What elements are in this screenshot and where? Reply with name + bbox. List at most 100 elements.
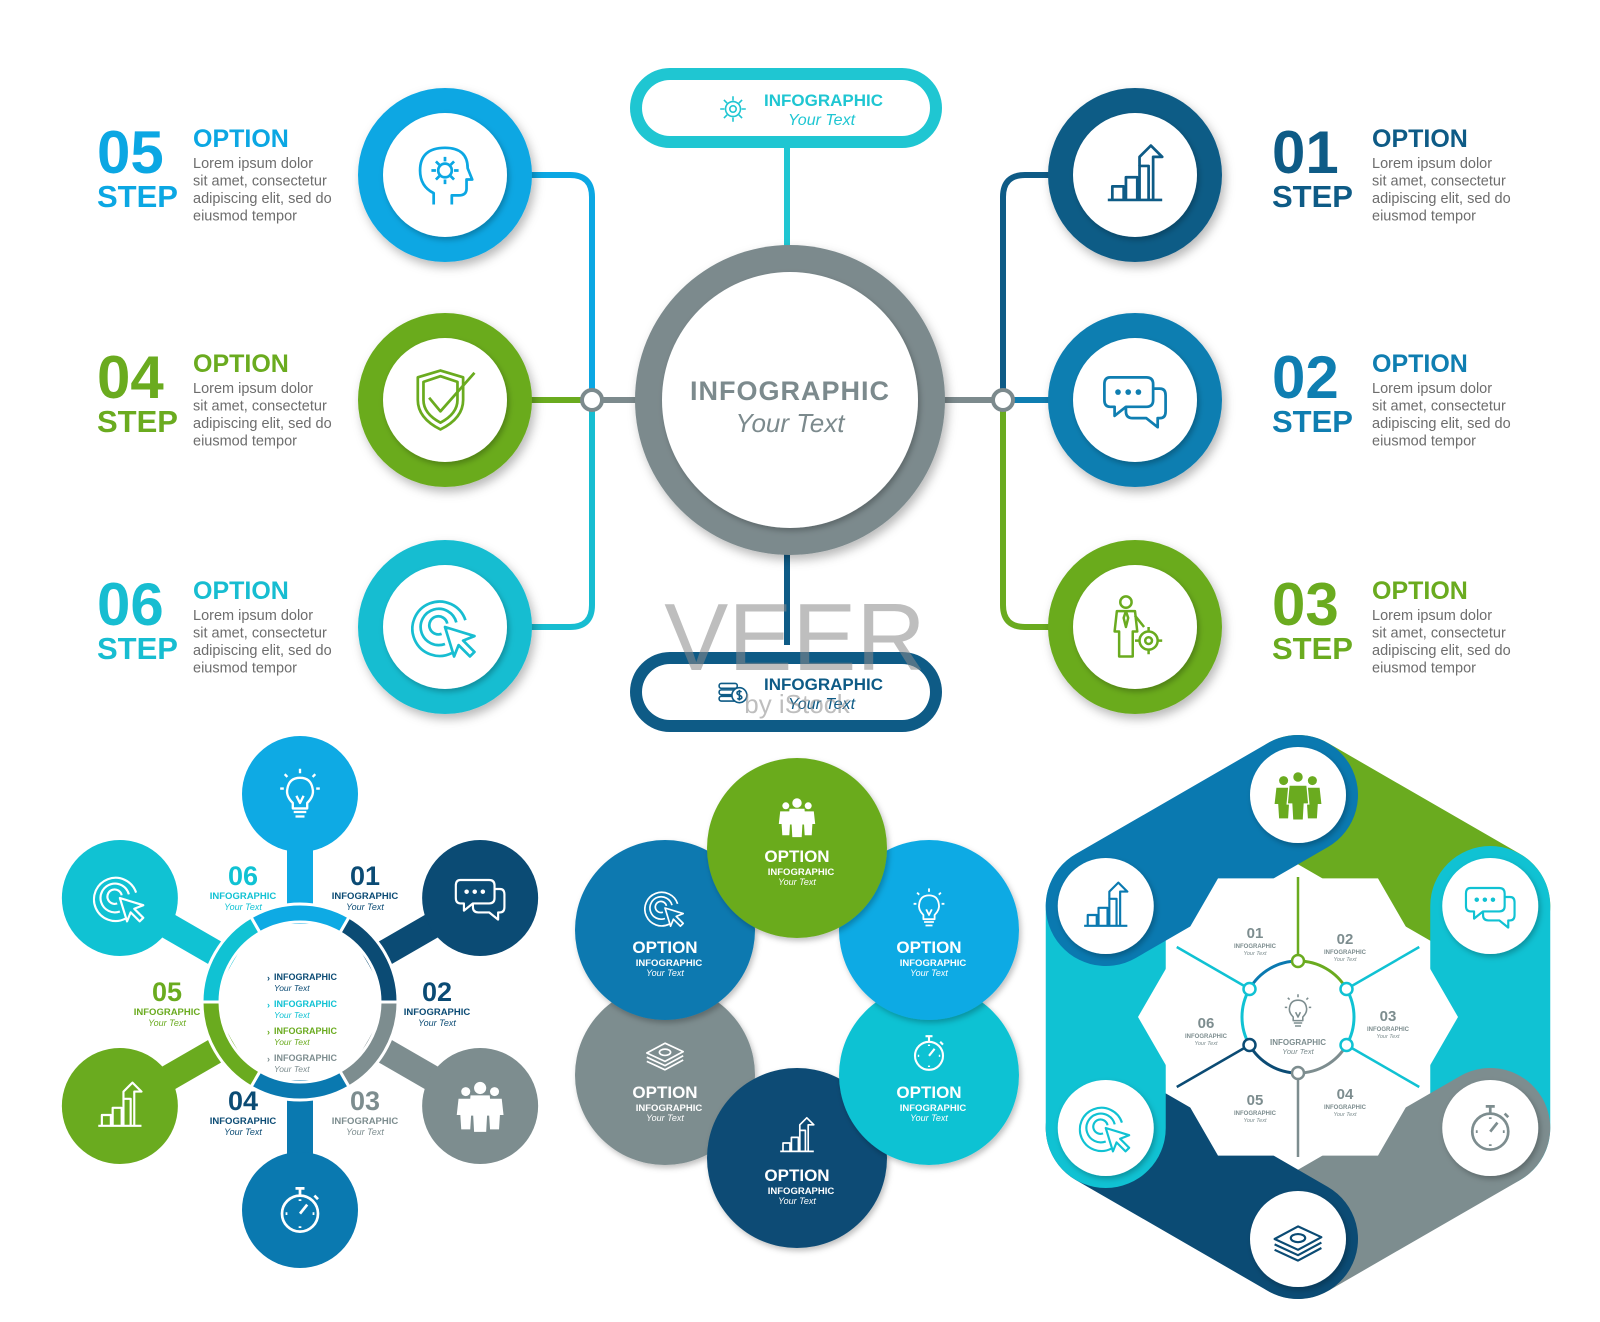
step-number: 05 (97, 119, 164, 186)
wheel-node (422, 840, 539, 956)
step-description-line: eiusmod tempor (1372, 434, 1476, 450)
option-label: OPTION (193, 577, 289, 605)
connector-lines (522, 148, 1058, 645)
flower-option-line: INFOGRAPHIC (900, 958, 967, 969)
flower-circle (839, 985, 1019, 1165)
hexagon-segment-number: 05 (1247, 1092, 1264, 1109)
step-description-line: sit amet, consectetur (1372, 174, 1506, 190)
hexagon-segment-title: INFOGRAPHIC (1324, 1105, 1367, 1111)
option-label: OPTION (193, 125, 289, 153)
wheel-label-title: INFOGRAPHIC (210, 1116, 277, 1127)
hexagon-segment-number: 02 (1337, 931, 1354, 948)
hexagon-center-subtitle: Your Text (1282, 1047, 1314, 1056)
hexagon-segment-title: INFOGRAPHIC (1367, 1027, 1410, 1033)
wheel-label-number: 06 (228, 861, 258, 891)
step-description-line: eiusmod tempor (193, 661, 297, 677)
flower-option-line: INFOGRAPHIC (636, 958, 703, 969)
step-disc (1073, 338, 1197, 462)
wheel-center-title: INFOGRAPHIC (274, 1026, 338, 1036)
step-label: STEP (97, 179, 178, 214)
option-label: OPTION (1372, 350, 1468, 378)
wheel-label-subtitle: Your Text (148, 1018, 186, 1028)
wheel-label-number: 05 (152, 977, 182, 1007)
wheel-label-subtitle: Your Text (224, 1127, 262, 1137)
step-description-line: adipiscing elit, sed do (193, 416, 332, 432)
hexagon-center-title: INFOGRAPHIC (1270, 1038, 1326, 1047)
hexagon-spoke (1345, 1043, 1420, 1089)
option-label: OPTION (1372, 577, 1468, 605)
flower-option-subtitle: Your Text (910, 1113, 948, 1123)
right-junction-node (991, 388, 1015, 412)
flower-option-title: OPTION (896, 1083, 961, 1102)
bottom-pill: INFOGRAPHIC Your Text (630, 652, 942, 732)
center-subtitle: Your Text (736, 408, 847, 438)
hexagon-outer-disc (1442, 858, 1539, 954)
wheel-label-title: INFOGRAPHIC (404, 1007, 471, 1018)
hexagon-segment-number: 04 (1337, 1086, 1354, 1103)
step-description-line: sit amet, consectetur (1372, 626, 1506, 642)
step-number: 06 (97, 571, 164, 638)
team-icon (778, 798, 816, 838)
watermark-text: VEER (664, 584, 925, 691)
hexagon-outer-disc (1057, 858, 1154, 954)
flower-option-title: OPTION (632, 1083, 697, 1102)
flower-circle (575, 840, 755, 1020)
step-number: 04 (97, 344, 164, 411)
hexagon-segment-title: INFOGRAPHIC (1234, 944, 1277, 950)
wheel-label-number: 04 (228, 1086, 258, 1116)
hexagon-node (1339, 1037, 1354, 1053)
step-label: STEP (97, 404, 178, 439)
flower-option-title: OPTION (896, 938, 961, 957)
step-disc (383, 338, 507, 462)
hexagon-segment-number: 03 (1380, 1008, 1397, 1025)
option-label: OPTION (193, 350, 289, 378)
hexagon-segment-subtitle: Your Text (1333, 957, 1357, 963)
step-description-line: sit amet, consectetur (193, 174, 327, 190)
hexagon-segment-subtitle: Your Text (1243, 1118, 1267, 1124)
left-junction-node (580, 388, 604, 412)
watermark: VEER by iStock (664, 584, 925, 719)
step-description-line: Lorem ipsum dolor (193, 381, 313, 397)
hexagon-segment-number: 06 (1198, 1015, 1215, 1032)
wheel-label-number: 03 (350, 1086, 380, 1116)
step-description-line: adipiscing elit, sed do (193, 643, 332, 659)
hexagon-spoke (1176, 945, 1251, 991)
flower-circle (707, 1068, 887, 1248)
wheel-center-subtitle: Your Text (274, 1037, 310, 1047)
step-disc (383, 113, 507, 237)
wheel-label-subtitle: Your Text (346, 902, 384, 912)
step-label: STEP (1272, 631, 1353, 666)
top-pill: INFOGRAPHIC Your Text (630, 68, 942, 148)
wheel-bullet-chevron: › (267, 1054, 270, 1064)
step-description-line: eiusmod tempor (193, 209, 297, 225)
flower-option-title: OPTION (632, 938, 697, 957)
step-number: 02 (1272, 344, 1339, 411)
wheel-bullet-chevron: › (267, 1000, 270, 1010)
step-number: 03 (1272, 571, 1339, 638)
flower-option-subtitle: Your Text (778, 877, 816, 887)
center-title: INFOGRAPHIC (690, 376, 890, 406)
hexagon-node (1290, 953, 1306, 969)
wheel-center-subtitle: Your Text (274, 983, 310, 993)
hexagon-outer-disc (1442, 1080, 1539, 1176)
step-description-line: Lorem ipsum dolor (193, 156, 313, 172)
wheel-bullet-chevron: › (267, 1027, 270, 1037)
hexagon-node (1242, 981, 1257, 997)
hexagon-segment-title: INFOGRAPHIC (1234, 1111, 1277, 1117)
flower-circle (839, 840, 1019, 1020)
center-circle: INFOGRAPHIC Your Text (635, 245, 945, 555)
step-description-line: adipiscing elit, sed do (193, 191, 332, 207)
wheel-label-subtitle: Your Text (224, 902, 262, 912)
flower-option-line: INFOGRAPHIC (768, 1186, 835, 1197)
wheel-label-subtitle: Your Text (346, 1127, 384, 1137)
